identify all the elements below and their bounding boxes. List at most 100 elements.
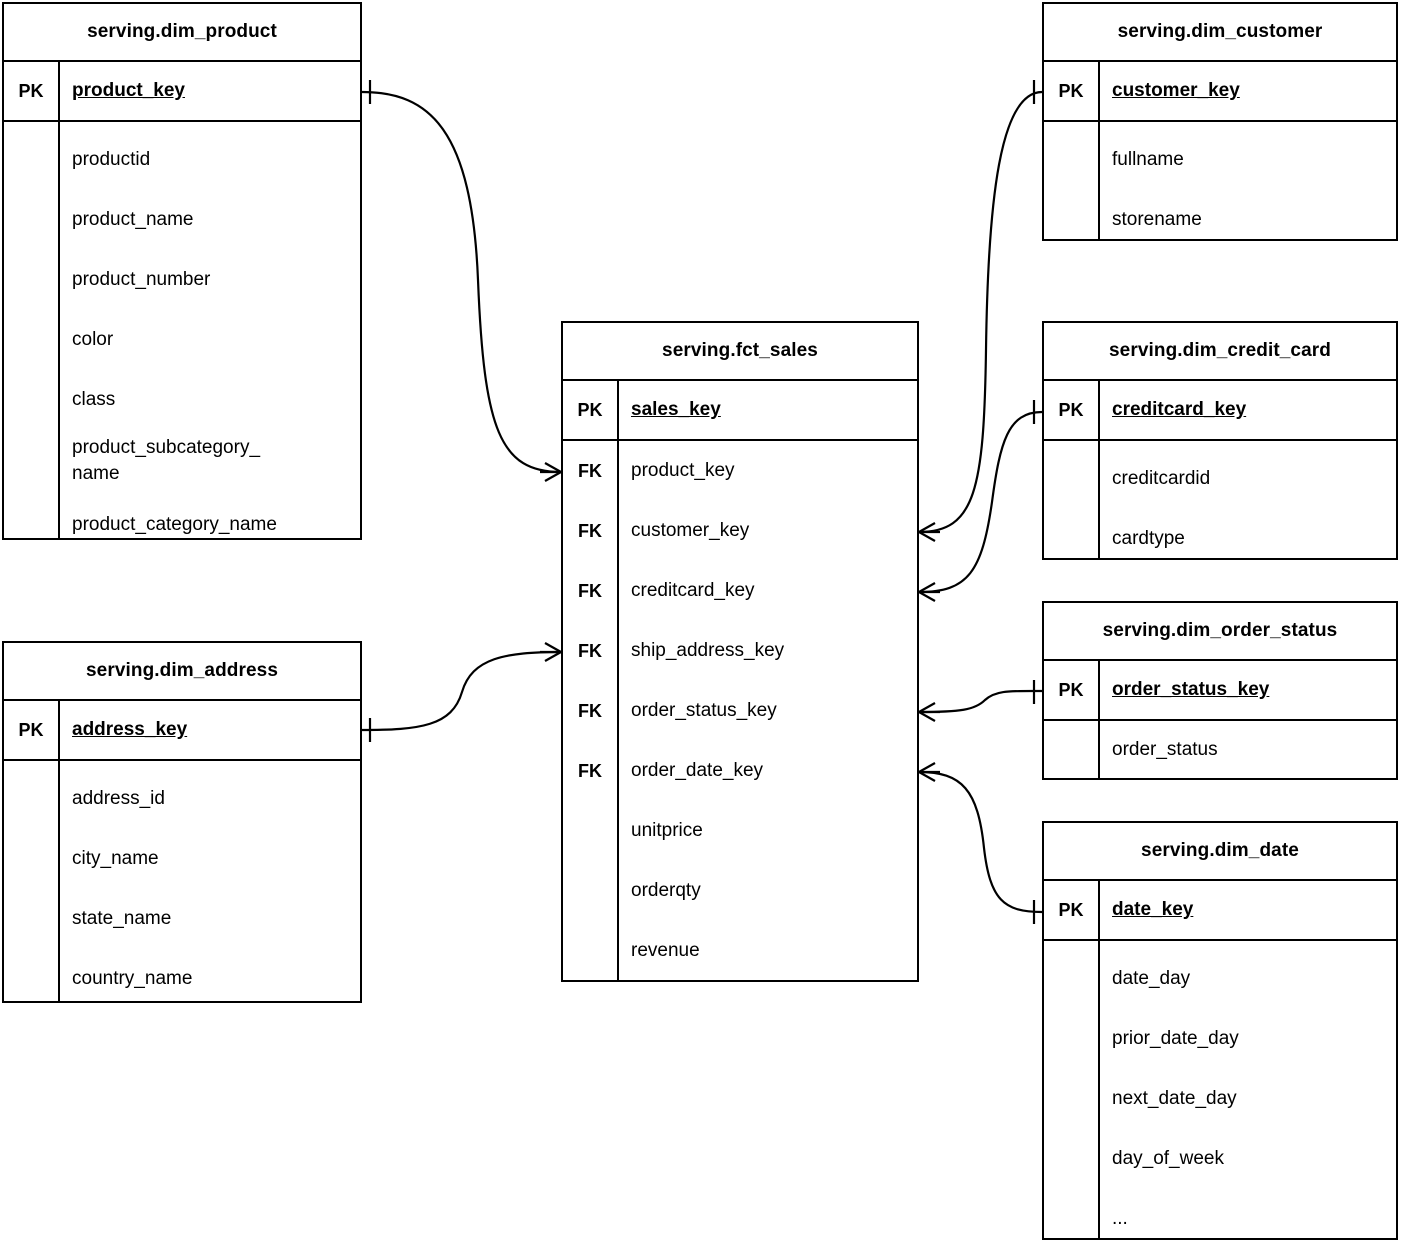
attributes-dim-address: address_id city_name state_name country_… (4, 761, 360, 1001)
attribute-productid: productid (72, 149, 151, 170)
pk-row-dim-customer: PK customer_key (1044, 62, 1396, 122)
attribute-address-id: address_id (72, 788, 165, 809)
pk-field-dim-address: address_key (72, 719, 188, 740)
attr-keycol-dim-order-status (1044, 721, 1100, 778)
attribute-day-of-week: day_of_week (1112, 1148, 1224, 1169)
attributes-dim-product: productid product_name product_number co… (4, 122, 360, 538)
fk-row-order-date-key: FK order_date_key (563, 741, 917, 801)
measure-badge-unitprice (563, 801, 619, 861)
entity-dim-product[interactable]: serving.dim_product PK product_key produ… (2, 2, 362, 540)
attributes-dim-credit-card: creditcardid cardtype (1044, 441, 1396, 558)
attribute-product-category-name: product_category_name (72, 514, 277, 535)
fk-rows-fct-sales: FK product_key FK customer_key FK credit… (563, 441, 917, 981)
pk-field-dim-product: product_key (72, 80, 185, 101)
pk-field-dim-customer: customer_key (1112, 80, 1240, 101)
entity-title-dim-credit-card: serving.dim_credit_card (1044, 323, 1396, 381)
fk-field-customer-key: customer_key (631, 520, 750, 541)
measure-row-orderqty: orderqty (563, 861, 917, 921)
fk-row-product-key: FK product_key (563, 441, 917, 501)
attributes-dim-order-status: order_status (1044, 721, 1396, 778)
attribute-state-name: state_name (72, 908, 172, 929)
attr-keycol-dim-date (1044, 941, 1100, 1238)
fk-badge-order-date-key: FK (563, 741, 619, 801)
pk-badge-dim-address: PK (4, 701, 60, 759)
crow-product-b (544, 471, 562, 482)
fk-row-customer-key: FK customer_key (563, 501, 917, 561)
entity-title-dim-order-status: serving.dim_order_status (1044, 603, 1396, 661)
measure-badge-revenue (563, 921, 619, 981)
fk-row-order-status-key: FK order_status_key (563, 681, 917, 741)
rel-product-sales (361, 80, 562, 482)
crow-product-a (544, 462, 562, 473)
attribute-product-number: product_number (72, 269, 211, 290)
pk-field-dim-order-status: order_status_key (1112, 679, 1270, 700)
measure-badge-orderqty (563, 861, 619, 921)
rel-creditcard-sales (918, 400, 1043, 602)
entity-dim-address[interactable]: serving.dim_address PK address_key addre… (2, 641, 362, 1003)
pk-row-dim-credit-card: PK creditcard_key (1044, 381, 1396, 441)
attribute-ellipsis: ... (1112, 1208, 1128, 1229)
crow-date-a (918, 762, 936, 773)
rel-order-status-sales (918, 680, 1043, 722)
pk-field-dim-credit-card: creditcard_key (1112, 399, 1247, 420)
entity-title-fct-sales: serving.fct_sales (563, 323, 917, 381)
fk-field-order-status-key: order_status_key (631, 700, 777, 721)
fk-badge-customer-key: FK (563, 501, 619, 561)
attribute-storename: storename (1112, 209, 1202, 230)
crow-creditcard-b (918, 591, 936, 602)
fk-field-order-date-key: order_date_key (631, 760, 764, 781)
attr-keycol-dim-product (4, 122, 60, 538)
fk-badge-ship-address-key: FK (563, 621, 619, 681)
attribute-date-day: date_day (1112, 968, 1191, 989)
entity-title-dim-customer: serving.dim_customer (1044, 4, 1396, 62)
fk-field-ship-address-key: ship_address_key (631, 640, 785, 661)
rel-customer-sales (918, 80, 1043, 542)
attribute-product-name: product_name (72, 209, 194, 230)
pk-field-dim-date: date_key (1112, 899, 1194, 920)
crow-creditcard-a (918, 582, 936, 593)
attribute-city-name: city_name (72, 848, 159, 869)
entity-dim-order-status[interactable]: serving.dim_order_status PK order_status… (1042, 601, 1398, 780)
measure-field-orderqty: orderqty (631, 880, 701, 901)
entity-dim-date[interactable]: serving.dim_date PK date_key date_day pr… (1042, 821, 1398, 1240)
attribute-class: class (72, 389, 116, 410)
attribute-color: color (72, 329, 114, 350)
attributes-dim-date: date_day prior_date_day next_date_day da… (1044, 941, 1396, 1238)
pk-badge-dim-date: PK (1044, 881, 1100, 939)
pk-badge-dim-customer: PK (1044, 62, 1100, 120)
entity-title-dim-date: serving.dim_date (1044, 823, 1396, 881)
rel-address-sales (361, 642, 562, 742)
entity-dim-credit-card[interactable]: serving.dim_credit_card PK creditcard_ke… (1042, 321, 1398, 560)
crow-address-b (544, 651, 562, 662)
pk-badge-dim-order-status: PK (1044, 661, 1100, 719)
attribute-cardtype: cardtype (1112, 528, 1185, 549)
pk-row-dim-date: PK date_key (1044, 881, 1396, 941)
rel-date-sales (918, 762, 1043, 924)
attribute-prior-date-day: prior_date_day (1112, 1028, 1239, 1049)
fk-field-product-key: product_key (631, 460, 735, 481)
pk-row-fct-sales: PK sales_key (563, 381, 917, 441)
crow-status-a (918, 702, 936, 713)
attr-keycol-dim-address (4, 761, 60, 1001)
crow-customer-a (918, 522, 936, 533)
fk-field-creditcard-key: creditcard_key (631, 580, 755, 601)
pk-field-fct-sales: sales_key (631, 399, 721, 420)
measure-row-unitprice: unitprice (563, 801, 917, 861)
attribute-creditcardid: creditcardid (1112, 468, 1211, 489)
attribute-fullname: fullname (1112, 149, 1184, 170)
fk-badge-creditcard-key: FK (563, 561, 619, 621)
attribute-country-name: country_name (72, 968, 193, 989)
attribute-product-subcategory-name: product_subcategory_ name (72, 437, 261, 484)
attributes-dim-customer: fullname storename (1044, 122, 1396, 239)
attr-keycol-dim-credit-card (1044, 441, 1100, 558)
measure-field-revenue: revenue (631, 940, 700, 961)
crow-date-b (918, 771, 936, 782)
measure-field-unitprice: unitprice (631, 820, 703, 841)
attribute-order-status: order_status (1112, 739, 1218, 760)
entity-fct-sales[interactable]: serving.fct_sales PK sales_key FK produc… (561, 321, 919, 982)
pk-row-dim-order-status: PK order_status_key (1044, 661, 1396, 721)
fk-badge-product-key: FK (563, 441, 619, 501)
fk-badge-order-status-key: FK (563, 681, 619, 741)
entity-dim-customer[interactable]: serving.dim_customer PK customer_key ful… (1042, 2, 1398, 241)
